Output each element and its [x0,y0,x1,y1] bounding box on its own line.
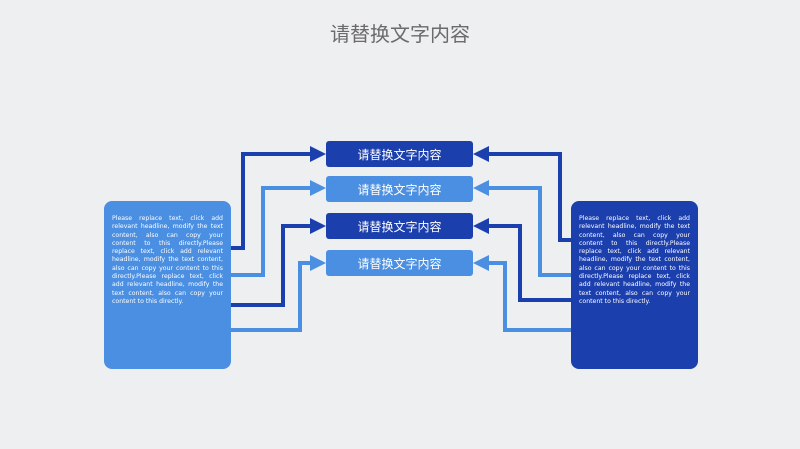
right-text-panel: Please replace text, click add relevant … [571,201,698,369]
center-box-4: 请替换文字内容 [326,250,473,276]
arrow-right-2 [473,180,571,277]
page-title: 请替换文字内容 [330,22,470,46]
arrow-left-4 [231,255,326,332]
left-text-panel: Please replace text, click add relevant … [104,201,231,369]
arrow-right-1 [473,146,571,242]
arrow-left-3 [231,218,326,307]
center-box-3: 请替换文字内容 [326,213,473,239]
arrow-right-3 [473,218,571,302]
center-box-1: 请替换文字内容 [326,141,473,167]
arrow-left-1 [231,146,326,250]
arrow-left-2 [231,180,326,277]
arrow-right-4 [473,255,571,332]
center-box-2: 请替换文字内容 [326,176,473,202]
